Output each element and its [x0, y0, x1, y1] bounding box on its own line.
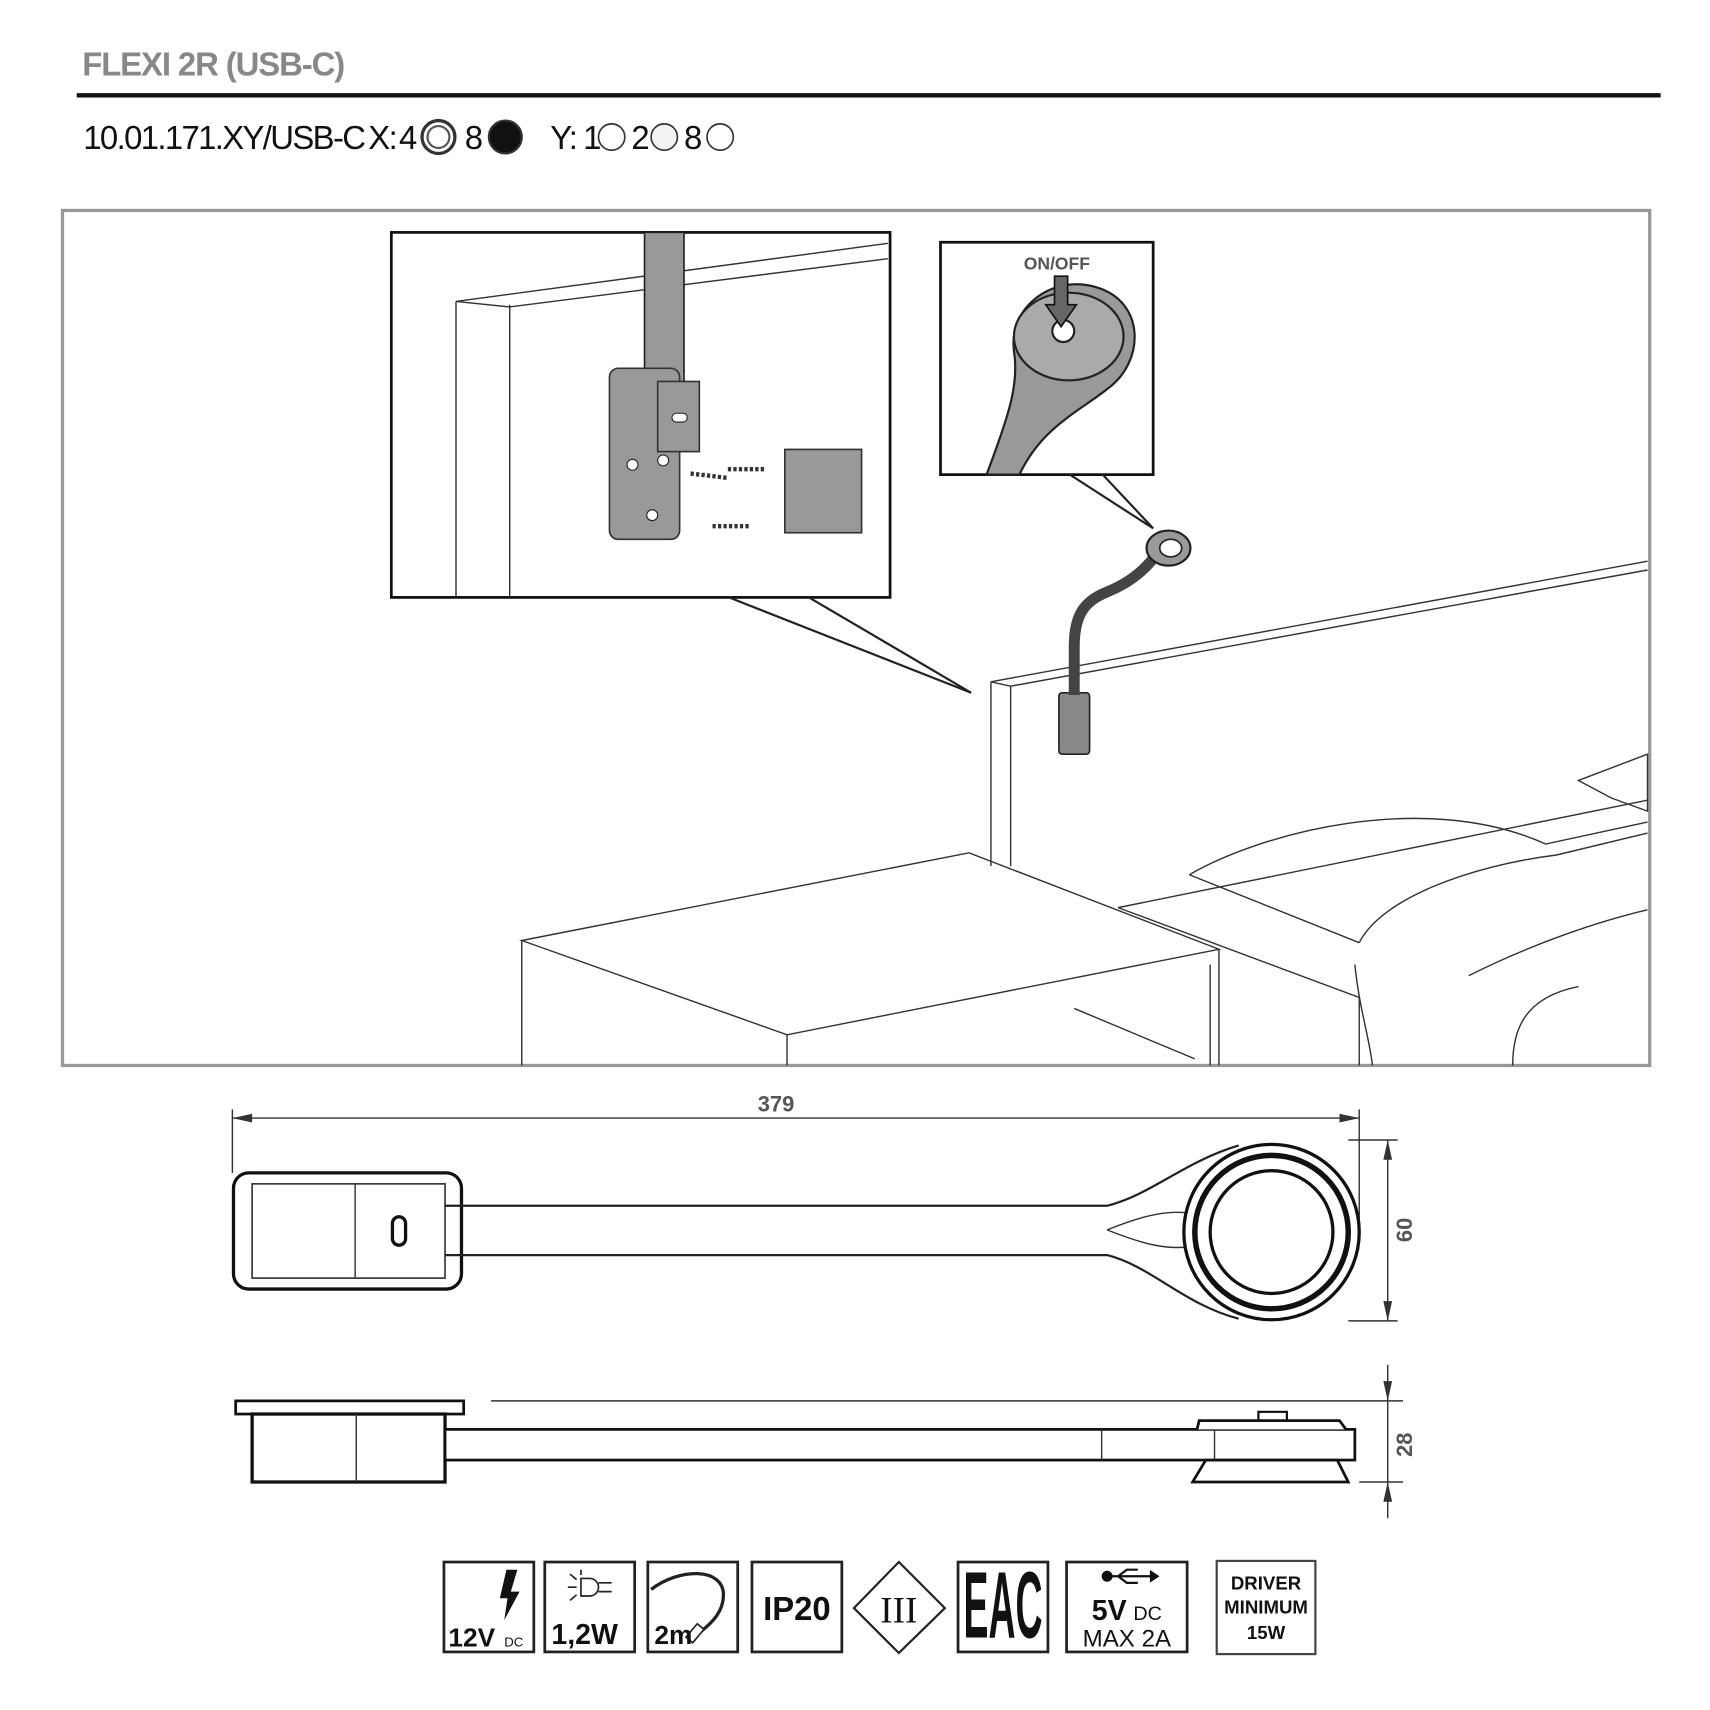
- spec-cable: 2m: [646, 1560, 740, 1654]
- spec-ip-rating: IP20: [750, 1560, 844, 1654]
- driver-line-3: 15W: [1247, 1622, 1286, 1643]
- spec-icons: 12V DC 1,2W 2m IP20 III EAC: [442, 1553, 1317, 1658]
- switch-label: ON/OFF: [1024, 254, 1090, 274]
- cable-length: 2m: [654, 1620, 692, 1650]
- x-option-4: 4: [399, 119, 417, 156]
- y-option-2: 2: [631, 119, 648, 156]
- ip-rating: IP20: [763, 1590, 831, 1627]
- y-swatch-2-icon[interactable]: [650, 123, 679, 151]
- voltage-unit: DC: [504, 1634, 523, 1649]
- side-view-drawing: 28: [234, 1364, 1417, 1519]
- y-option-8: 8: [684, 119, 701, 156]
- spec-certification: EAC: [956, 1553, 1050, 1658]
- usb-icon: [1101, 1568, 1160, 1584]
- y-swatch-8-icon[interactable]: [706, 123, 735, 151]
- driver-line-2: MINIMUM: [1224, 1597, 1308, 1618]
- cable-icon: [650, 1571, 726, 1633]
- dimension-length: 379: [758, 1092, 795, 1117]
- spec-protection-class: III: [852, 1560, 947, 1655]
- product-title: FLEXI 2R (USB-C): [82, 46, 344, 83]
- lightning-icon: [499, 1569, 520, 1621]
- press-arrow-icon: [1044, 275, 1079, 329]
- x-swatch-8-icon[interactable]: [487, 119, 523, 155]
- dimension-width: 60: [1392, 1218, 1417, 1242]
- product-code: 10.01.171.XY/USB-C: [83, 119, 365, 156]
- spec-power: 1,2W: [543, 1560, 637, 1654]
- usb-voltage: 5V: [1092, 1595, 1127, 1627]
- product-code-line: 10.01.171.XY/USB-C X: 4 8 Y: 1 2 8: [83, 118, 735, 156]
- spec-voltage: 12V DC: [442, 1560, 536, 1654]
- dimension-height: 28: [1392, 1433, 1417, 1457]
- y-swatch-1-icon[interactable]: [597, 123, 626, 151]
- protection-class: III: [880, 1590, 917, 1631]
- spec-driver: DRIVER MINIMUM 15W: [1215, 1559, 1317, 1656]
- usb-current: MAX 2A: [1083, 1625, 1172, 1652]
- led-bulb-icon: [567, 1569, 612, 1602]
- voltage-value: 12V: [448, 1622, 495, 1652]
- spec-usb-output: 5V DC MAX 2A: [1065, 1560, 1189, 1654]
- y-option-1: 1: [583, 119, 600, 156]
- usb-unit: DC: [1133, 1603, 1161, 1625]
- driver-line-1: DRIVER: [1231, 1572, 1302, 1593]
- eac-mark-icon: EAC: [964, 1553, 1043, 1658]
- x-option-8: 8: [465, 119, 482, 156]
- installation-illustration: ON/OFF: [60, 208, 1652, 1068]
- x-label: X:: [368, 119, 396, 156]
- top-view-drawing: 379 60: [231, 1092, 1417, 1322]
- power-value: 1,2W: [551, 1619, 618, 1651]
- y-label: Y:: [550, 119, 576, 156]
